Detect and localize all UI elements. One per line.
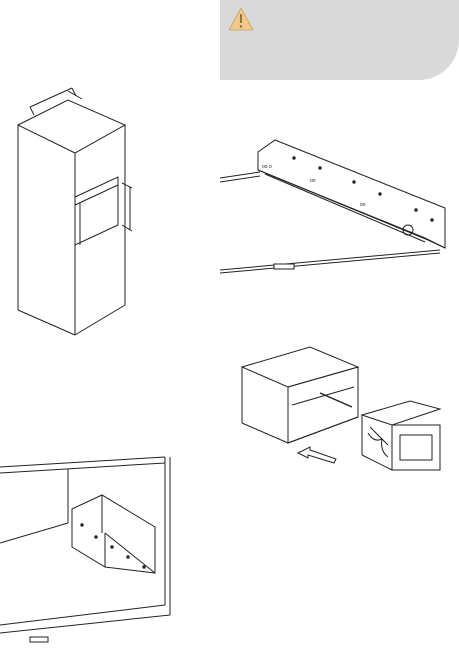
mounting-rail-illustration: oo o oo oo xyxy=(220,130,455,280)
warning-box xyxy=(220,0,459,80)
svg-text:oo: oo xyxy=(360,202,366,208)
warning-triangle-icon xyxy=(228,6,254,32)
niche-interior-illustration xyxy=(0,455,178,645)
cabinet-tower-illustration xyxy=(10,85,140,340)
svg-text:oo: oo xyxy=(310,178,316,184)
appliance-insertion-illustration xyxy=(240,345,455,475)
svg-text:oo o: oo o xyxy=(262,164,272,170)
